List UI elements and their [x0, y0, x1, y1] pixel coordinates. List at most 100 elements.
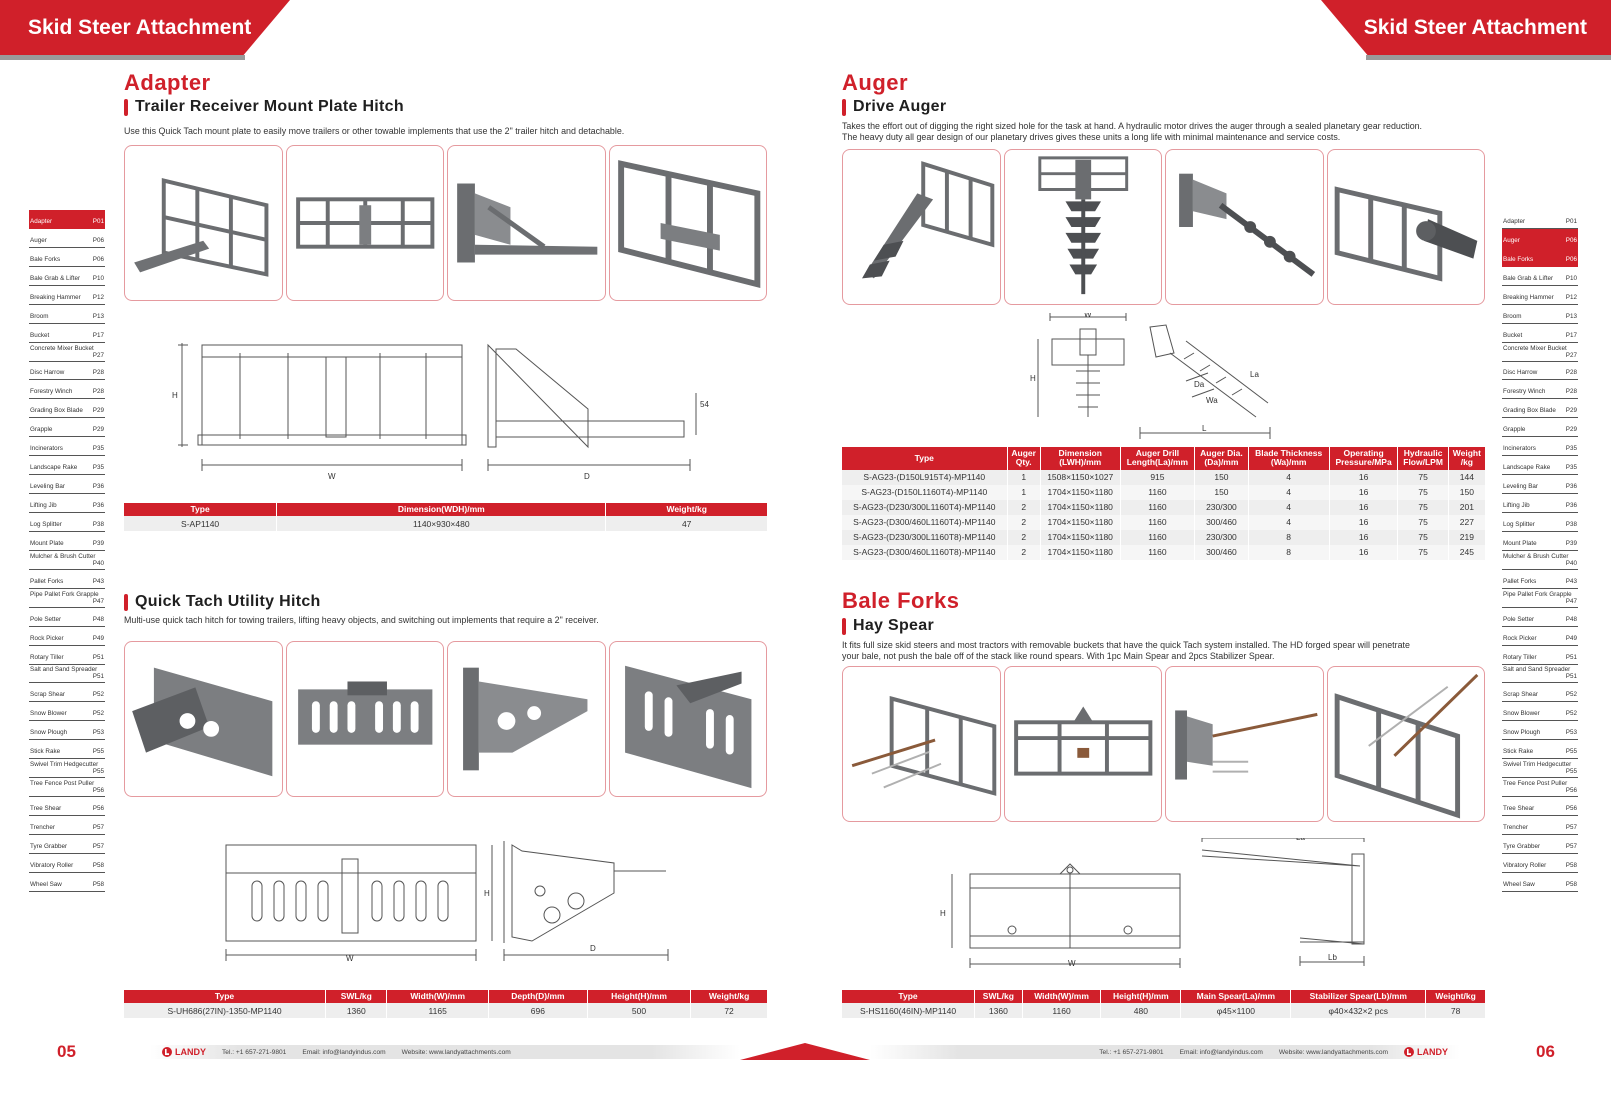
index-item-page: P28 [92, 388, 104, 396]
table-header-cell: Type [124, 503, 278, 517]
index-item-label: Stick Rake [1503, 748, 1534, 756]
index-item-page: P51 [1565, 653, 1577, 661]
table-cell: S-AP1140 [124, 516, 278, 532]
index-item-label: Tree Shear [1503, 805, 1535, 812]
table-cell: 150 [1194, 469, 1249, 485]
category-title-bale-forks: Bale Forks [842, 588, 960, 613]
index-item-label: Salt and Sand Spreader [1503, 666, 1571, 674]
table-header-cell: Height(H)/mm [587, 990, 692, 1004]
header-line: Auger [1011, 448, 1036, 458]
section-description-mount-plate-hitch: Use this Quick Tach mount plate to easil… [124, 126, 625, 136]
index-item-label: Bucket [30, 331, 50, 339]
table-cell: 201 [1448, 499, 1485, 515]
header-line: Flow/LPM [1403, 457, 1443, 468]
index-item-page: P58 [92, 861, 104, 869]
index-item-page: P48 [92, 615, 104, 623]
description-line: It fits full size skid steers and most t… [842, 640, 1410, 650]
index-item-page: P35 [92, 445, 104, 453]
index-item-page: P10 [1565, 274, 1577, 282]
table-cell: φ40×432×2 pcs [1290, 1003, 1427, 1019]
table-header-cell: Depth(D)/mm [488, 990, 588, 1004]
index-item-label: Rotary Tiller [30, 653, 64, 661]
section-title-utility-hitch: Quick Tach Utility Hitch [124, 593, 321, 611]
index-item-page: P28 [92, 369, 104, 377]
table-cell: φ45×1100 [1180, 1003, 1292, 1019]
dimension-label-h: H [484, 889, 490, 898]
